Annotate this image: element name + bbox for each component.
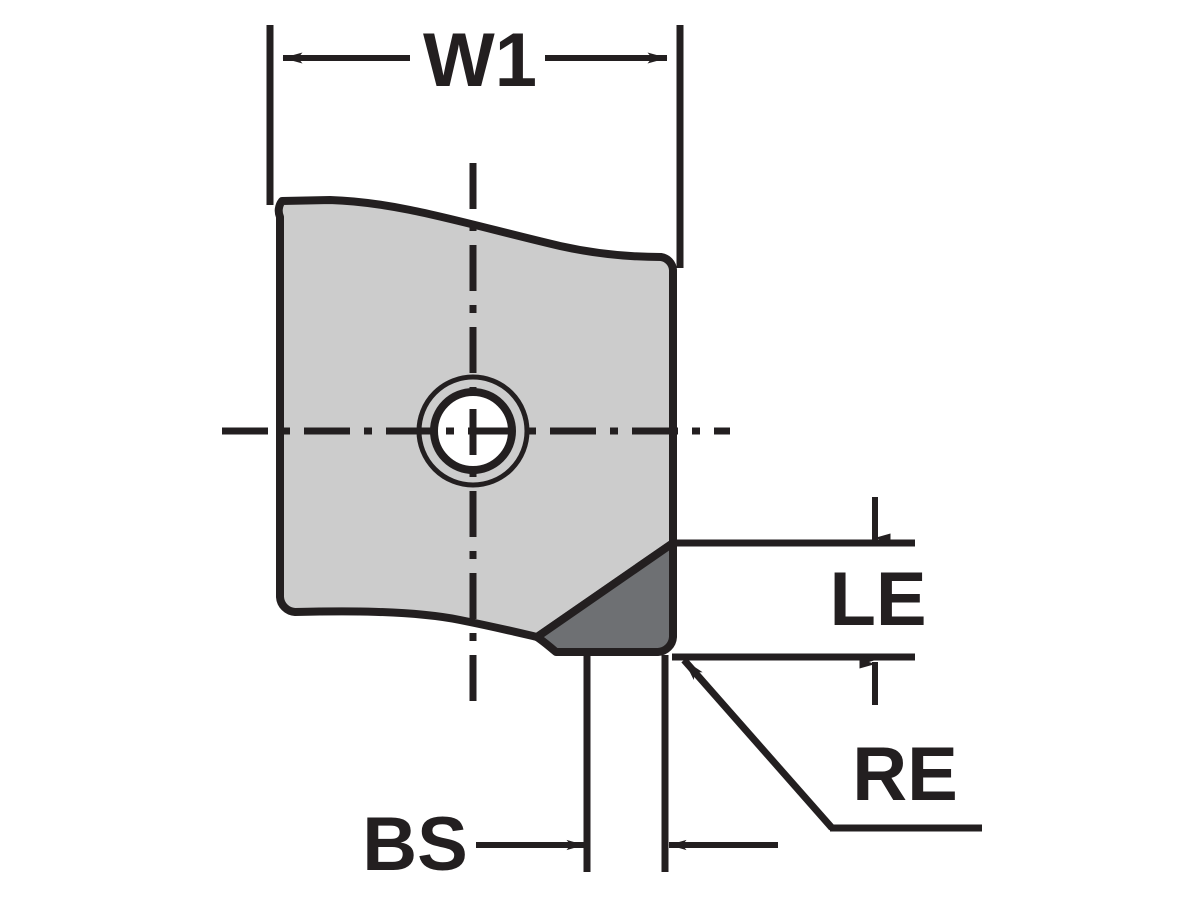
le-dimension: LE	[672, 497, 927, 705]
w1-extension-lines	[266, 25, 684, 268]
bs-label: BS	[362, 802, 468, 887]
corner-chamfer-facet	[533, 539, 677, 656]
w1-dimension: W1	[282, 18, 668, 103]
re-leader-line	[681, 657, 835, 831]
centerlines	[222, 163, 730, 712]
w1-label: W1	[423, 18, 537, 103]
re-dimension: RE	[681, 657, 982, 832]
re-label: RE	[852, 732, 958, 817]
le-label: LE	[829, 557, 926, 642]
bs-dimension: BS	[362, 655, 778, 887]
